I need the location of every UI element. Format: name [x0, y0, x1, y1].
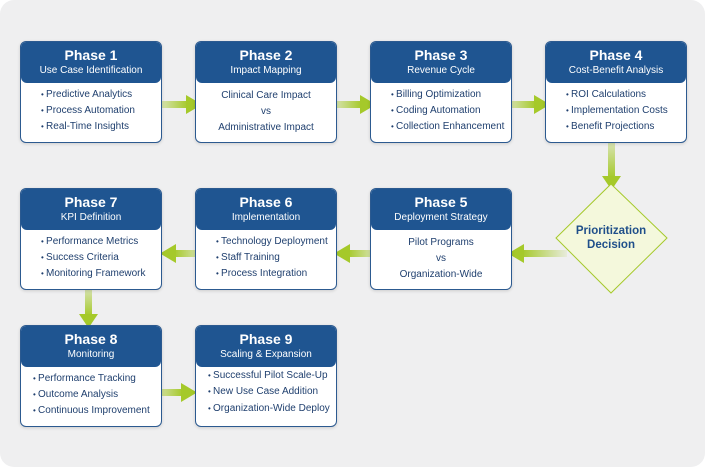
phase-title: Phase 3 — [414, 47, 468, 63]
phase-item: vs — [261, 106, 271, 117]
arrow-1-2 — [152, 95, 202, 114]
phase-subtitle: Revenue Cycle — [407, 65, 475, 76]
phase-title: Phase 6 — [239, 194, 293, 210]
phase-subtitle: Scaling & Expansion — [220, 349, 312, 360]
phase-item: Billing Optimization — [391, 87, 505, 103]
phase-title: Phase 1 — [64, 47, 118, 63]
phase-item: Collection Enhancement — [391, 119, 505, 135]
phase-item: Organization-Wide — [399, 269, 483, 280]
phase-header: Phase 3 Revenue Cycle — [371, 42, 511, 83]
phase-item: Pilot Programs — [408, 237, 474, 248]
phase-header: Phase 4 Cost-Benefit Analysis — [546, 42, 686, 83]
phase-subtitle: Use Case Identification — [39, 65, 143, 76]
arrow-7-8 — [79, 288, 98, 328]
phase-item: Implementation Costs — [566, 103, 680, 119]
arrow-decision-5 — [508, 244, 567, 263]
decision-diamond — [555, 183, 668, 294]
phase-item: Staff Training — [216, 250, 330, 266]
phase-header: Phase 6 Implementation — [196, 189, 336, 230]
phase-6-box: Phase 6 ImplementationTechnology Deployme… — [195, 188, 337, 290]
phase-3-box: Phase 3 Revenue CycleBilling Optimization… — [370, 41, 512, 143]
phase-subtitle: Cost-Benefit Analysis — [568, 65, 664, 76]
phase-item: Benefit Projections — [566, 119, 680, 135]
phase-4-box: Phase 4 Cost-Benefit AnalysisROI Calculat… — [545, 41, 687, 143]
phase-item: Continuous Improvement — [33, 403, 155, 419]
phase-items: Billing OptimizationCoding AutomationCol… — [371, 83, 511, 135]
arrow-3-4 — [500, 95, 550, 114]
arrow-2-3 — [326, 95, 376, 114]
phase-item: Organization-Wide Deploy — [208, 403, 330, 414]
phase-item: Success Criteria — [41, 250, 155, 266]
arrow-5-6 — [334, 244, 382, 263]
phase-subtitle: KPI Definition — [60, 212, 122, 223]
arrow-6-7 — [160, 244, 208, 263]
phase-item: Monitoring Framework — [41, 266, 155, 282]
phase-item: Clinical Care Impact — [221, 90, 311, 101]
phase-8-box: Phase 8 MonitoringPerformance TrackingOut… — [20, 325, 162, 427]
phase-header: Phase 9 Scaling & Expansion — [196, 326, 336, 367]
phase-items: Performance TrackingOutcome AnalysisCont… — [21, 367, 161, 419]
phase-header: Phase 5 Deployment Strategy — [371, 189, 511, 230]
phase-items: Performance MetricsSuccess CriteriaMonit… — [21, 230, 161, 282]
phase-items: Technology DeploymentStaff TrainingProce… — [196, 230, 336, 282]
phase-item: Outcome Analysis — [33, 387, 155, 403]
phase-item: Process Automation — [41, 103, 155, 119]
phase-subtitle: Deployment Strategy — [394, 212, 488, 223]
phase-items: Successful Pilot Scale-UpNew Use Case Ad… — [196, 367, 336, 414]
phase-7-box: Phase 7 KPI DefinitionPerformance Metrics… — [20, 188, 162, 290]
phase-subtitle: Implementation — [231, 212, 301, 223]
phase-title: Phase 2 — [239, 47, 293, 63]
phase-9-box: Phase 9 Scaling & ExpansionSuccessful Pil… — [195, 325, 337, 427]
phase-items: Predictive AnalyticsProcess AutomationRe… — [21, 83, 161, 135]
phase-item: Performance Tracking — [33, 371, 155, 387]
phase-header: Phase 8 Monitoring — [21, 326, 161, 367]
phase-items: ROI CalculationsImplementation CostsBene… — [546, 83, 686, 135]
phase-item: Process Integration — [216, 266, 330, 282]
phase-title: Phase 9 — [239, 331, 293, 347]
phase-header: Phase 7 KPI Definition — [21, 189, 161, 230]
phase-item: Real-Time Insights — [41, 119, 155, 135]
phase-header: Phase 2 Impact Mapping — [196, 42, 336, 83]
phase-title: Phase 5 — [414, 194, 468, 210]
phase-item: Technology Deployment — [216, 234, 330, 250]
phase-item: Successful Pilot Scale-Up — [208, 368, 330, 384]
phase-subtitle: Impact Mapping — [230, 65, 302, 76]
phase-item: Performance Metrics — [41, 234, 155, 250]
phase-item: Coding Automation — [391, 103, 505, 119]
phase-item: Predictive Analytics — [41, 87, 155, 103]
phase-item: Administrative Impact — [218, 122, 314, 133]
phase-1-box: Phase 1 Use Case IdentificationPredictive… — [20, 41, 162, 143]
phase-title: Phase 7 — [64, 194, 118, 210]
phase-title: Phase 8 — [64, 331, 118, 347]
phase-item: ROI Calculations — [566, 87, 680, 103]
phase-header: Phase 1 Use Case Identification — [21, 42, 161, 83]
arrow-4-decision — [602, 142, 621, 190]
arrow-8-9 — [147, 383, 197, 402]
phase-subtitle: Monitoring — [67, 349, 115, 360]
phase-item: New Use Case Addition — [208, 384, 330, 400]
phase-item: vs — [436, 253, 446, 264]
phase-title: Phase 4 — [589, 47, 643, 63]
